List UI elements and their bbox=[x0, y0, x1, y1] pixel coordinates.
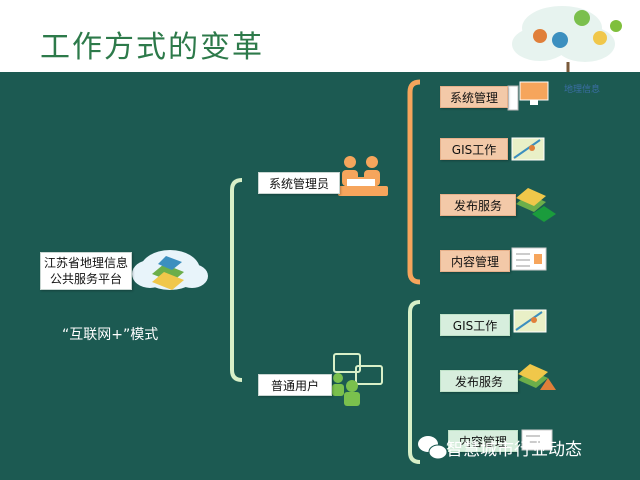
publish-layers-icon-user bbox=[518, 364, 556, 390]
role-user: 普通用户 bbox=[258, 374, 332, 396]
admin-item-content: 内容管理 bbox=[440, 250, 510, 272]
content-list-icon-user bbox=[521, 429, 553, 451]
watermark-text: 智慧城市行业动态 bbox=[446, 439, 582, 460]
cloud-tree-icon bbox=[512, 6, 622, 78]
platform-line-2: 公共服务平台 bbox=[49, 272, 122, 286]
role-admin: 系统管理员 bbox=[258, 172, 340, 194]
content-list-icon bbox=[511, 247, 547, 271]
platform-label: 江苏省地理信息 公共服务平台 bbox=[40, 252, 132, 290]
gis-map-icon bbox=[511, 137, 545, 161]
admin-item-publish: 发布服务 bbox=[440, 194, 516, 216]
gis-map-icon-user bbox=[513, 309, 547, 333]
server-monitor-icon bbox=[507, 81, 549, 111]
user-item-content: 内容管理 bbox=[448, 430, 518, 452]
mode-label: “互联网+”模式 bbox=[62, 327, 159, 343]
publish-layers-icon bbox=[516, 188, 556, 222]
platform-line-1: 江苏省地理信息 bbox=[43, 256, 128, 270]
admin-item-gis: GIS工作 bbox=[440, 138, 508, 160]
cloud-label: 地理信息 bbox=[563, 85, 600, 95]
watermark: 智慧城市行业动态 bbox=[414, 432, 634, 462]
wechat-icon bbox=[418, 436, 448, 460]
user-item-gis: GIS工作 bbox=[440, 314, 510, 336]
cloud-layers-icon bbox=[132, 250, 208, 290]
admin-people-icon bbox=[338, 156, 388, 196]
admin-item-system: 系统管理 bbox=[440, 86, 508, 108]
user-people-icon bbox=[332, 353, 383, 406]
page-title: 工作方式的变革 bbox=[40, 30, 264, 65]
user-item-publish: 发布服务 bbox=[440, 370, 518, 392]
